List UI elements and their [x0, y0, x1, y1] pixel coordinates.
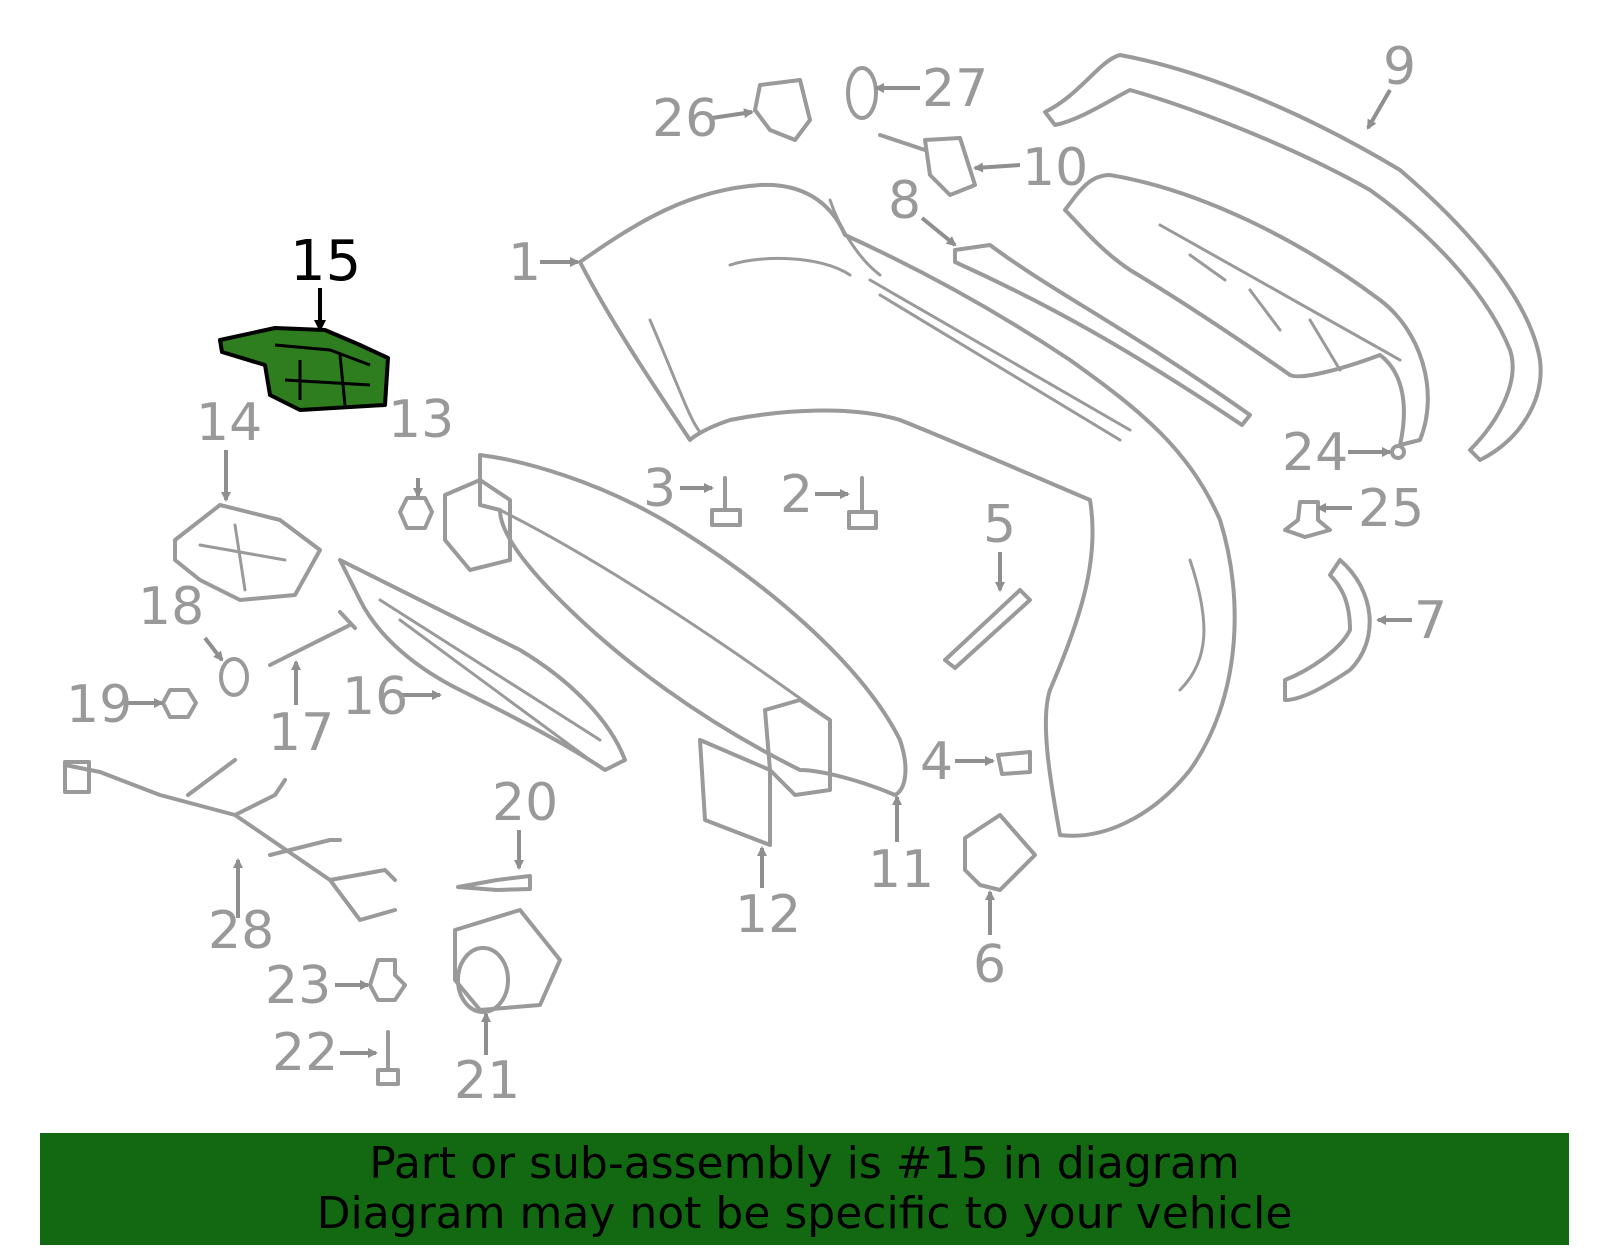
part-5-bracket — [943, 588, 1032, 670]
callout-20: 20 — [492, 773, 558, 833]
part-24-clip — [1390, 444, 1406, 460]
callout-23: 23 — [265, 956, 331, 1016]
callout-3: 3 — [643, 459, 676, 519]
callout-15-highlighted: 15 — [290, 229, 361, 294]
part-17-bolt — [268, 610, 357, 667]
callout-11: 11 — [868, 840, 934, 900]
callout-18: 18 — [138, 577, 204, 637]
part-8-reflector-strip — [868, 243, 1252, 442]
callout-17: 17 — [268, 703, 334, 763]
callout-2: 2 — [780, 465, 813, 525]
callout-25: 25 — [1358, 479, 1424, 539]
part-27-ring — [846, 66, 878, 120]
callout-4: 4 — [920, 732, 953, 792]
callout-27: 27 — [922, 59, 988, 119]
part-14-bracket — [173, 503, 322, 602]
part-16-bracket — [338, 558, 627, 772]
part-9-inner-diffuser — [1063, 173, 1430, 447]
banner-line-2: Diagram may not be specific to your vehi… — [316, 1188, 1293, 1239]
callout-19: 19 — [66, 675, 132, 735]
part-3-screw — [710, 476, 742, 527]
part-13-nut — [398, 496, 434, 530]
part-7-trim — [1283, 558, 1372, 702]
part-21-sensor-housing — [453, 908, 562, 1014]
part-10-sensor-bracket — [878, 133, 977, 197]
part-1-bumper-cover — [578, 182, 1237, 838]
part-9-trim-molding — [1043, 53, 1543, 462]
info-banner: Part or sub-assembly is #15 in diagram D… — [40, 1133, 1569, 1245]
part-18-washer — [219, 657, 249, 697]
part-12-plate — [698, 738, 772, 847]
part-22-screw — [376, 1030, 400, 1086]
callout-14: 14 — [196, 393, 262, 453]
part-19-nut — [161, 688, 198, 719]
callout-12: 12 — [735, 885, 801, 945]
part-26-sensor-holder — [753, 78, 812, 142]
part-6-bracket — [963, 813, 1037, 892]
callout-21: 21 — [454, 1051, 520, 1111]
callout-26: 26 — [652, 89, 718, 149]
callout-28: 28 — [208, 901, 274, 961]
callout-7: 7 — [1414, 591, 1447, 651]
callout-13: 13 — [388, 390, 454, 450]
part-15-highlighted-bracket — [218, 326, 390, 412]
leader-arrows — [128, 83, 1412, 1058]
part-20-rivet — [456, 874, 532, 892]
callout-1: 1 — [508, 233, 541, 293]
callout-9: 9 — [1383, 37, 1416, 97]
part-23-clip — [368, 958, 407, 1002]
callout-16: 16 — [342, 667, 408, 727]
callout-8: 8 — [888, 171, 921, 231]
part-28-wiring-harness — [63, 758, 397, 922]
banner-line-1: Part or sub-assembly is #15 in diagram — [369, 1138, 1240, 1189]
callout-22: 22 — [272, 1023, 338, 1083]
part-4-clip — [996, 750, 1032, 776]
callout-10: 10 — [1022, 138, 1088, 198]
part-2-screw — [847, 476, 878, 530]
callout-5: 5 — [983, 495, 1016, 555]
callout-24: 24 — [1282, 423, 1348, 483]
callout-6: 6 — [973, 935, 1006, 995]
